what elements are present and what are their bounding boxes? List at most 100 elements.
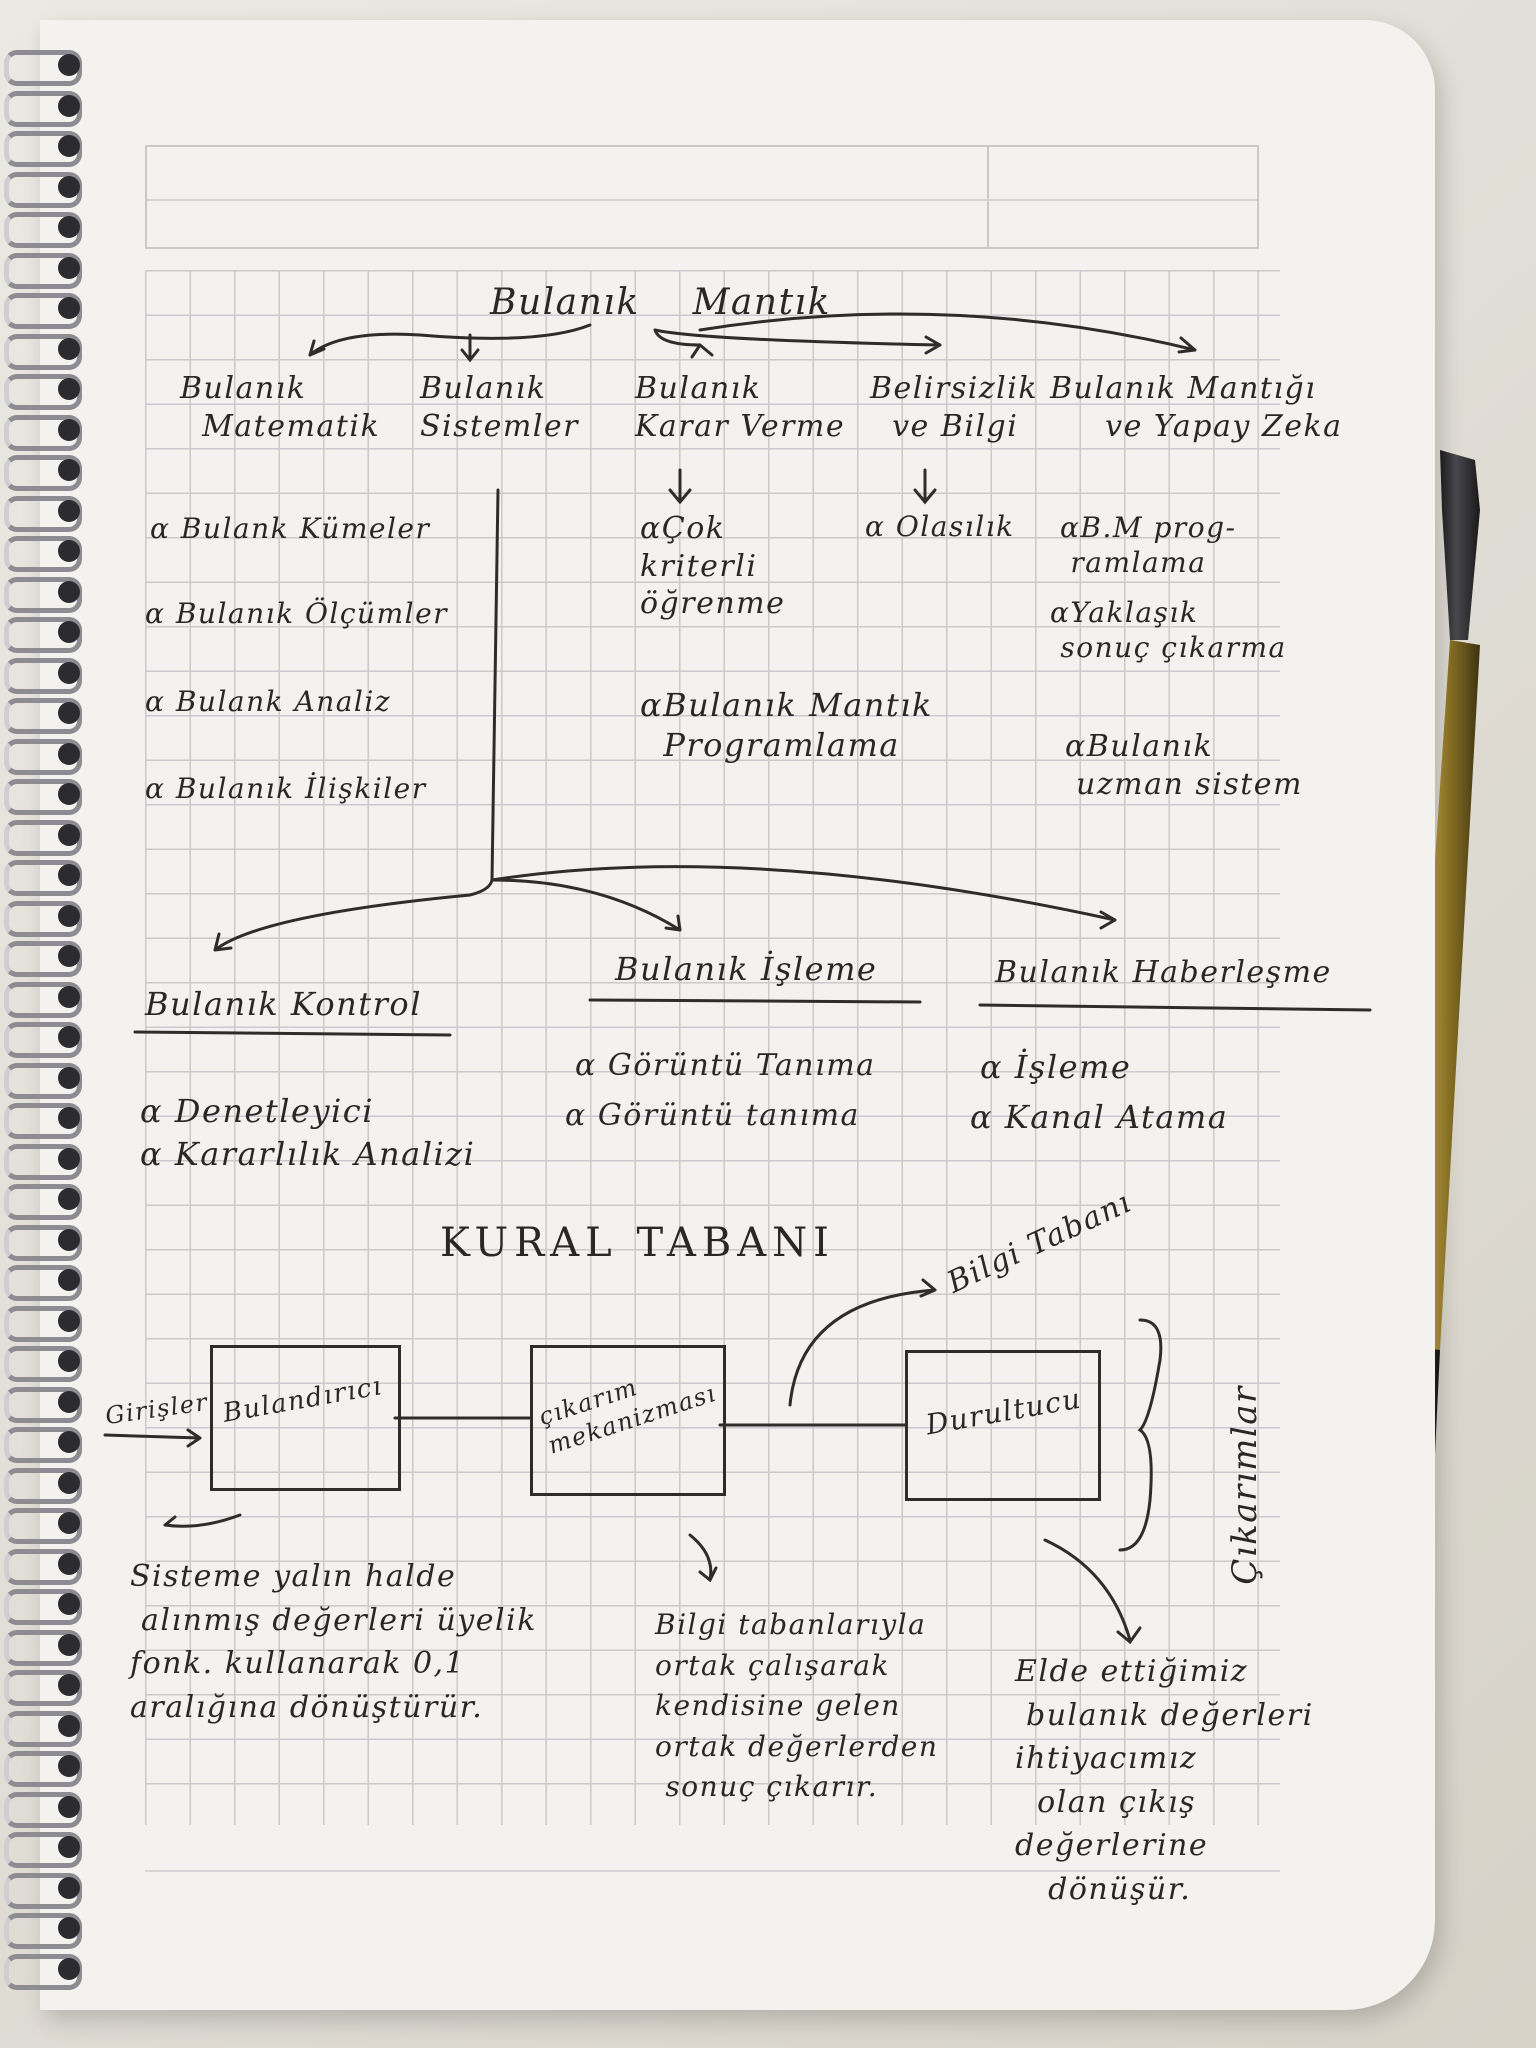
branch-sistemler: Bulanık Sistemler	[420, 371, 579, 444]
yapay-item-2: αYaklaşık sonuç çıkarma	[1050, 595, 1287, 665]
yapay-item-3: αBulanık uzman sistem	[1065, 728, 1303, 803]
bullet: α	[145, 685, 166, 718]
punch-hole	[58, 1066, 80, 1089]
isleme-item-1: α Görüntü Tanıma	[575, 1048, 876, 1083]
list-item: Yaklaşık sonuç çıkarma	[1060, 596, 1287, 664]
list-item: Kararlılık Analizi	[174, 1135, 476, 1173]
bullet: α	[640, 511, 662, 546]
bullet: α	[140, 1135, 164, 1173]
defuzzifier-note: Elde ettiğimiz bulanık değerleri ihtiyac…	[1015, 1654, 1314, 1907]
list-item: Denetleyici	[174, 1092, 374, 1130]
haberlesme-item-2: α Kanal Atama	[970, 1098, 1228, 1136]
karar-item-2: αBulanık Mantık Programlama	[640, 685, 933, 765]
punch-hole	[58, 1674, 80, 1696]
list-item: Bulanık uzman sistem	[1076, 729, 1303, 802]
list-item: Kanal Atama	[1004, 1098, 1229, 1136]
punch-hole	[58, 94, 80, 117]
list-item: Çok kriterli öğrenme	[640, 511, 786, 621]
bullet: α	[980, 1048, 1004, 1086]
bullet: α	[150, 512, 171, 545]
bullet: α	[565, 1098, 587, 1133]
punch-hole	[58, 175, 80, 198]
bullet: α	[865, 510, 886, 543]
punch-hole	[58, 864, 80, 886]
grid-paper	[145, 270, 1280, 1825]
bullet: α	[145, 597, 166, 630]
inference-box	[530, 1345, 726, 1496]
punch-hole	[58, 1755, 80, 1777]
punch-hole	[58, 1471, 80, 1494]
punch-hole	[58, 1633, 80, 1656]
diagram-heading: KURAL TABANI	[440, 1220, 835, 1266]
punch-hole	[58, 1957, 80, 1980]
punch-hole	[58, 985, 80, 1008]
system-kontrol-title: Bulanık Kontrol	[145, 985, 422, 1023]
list-item: Bulanık Ölçümler	[175, 597, 449, 630]
list-item: Bulanık Mantık Programlama	[663, 686, 933, 764]
isleme-item-2: α Görüntü tanıma	[565, 1098, 860, 1133]
system-haberlesme-title: Bulanık Haberleşme	[995, 955, 1332, 990]
list-item: Bulank Analiz	[175, 685, 392, 718]
fuzzifier-note: Sisteme yalın halde alınmış değerleri üy…	[130, 1559, 537, 1725]
list-item: İşleme	[1014, 1048, 1132, 1086]
punch-hole	[58, 1147, 80, 1170]
spiral-binding	[0, 40, 82, 2000]
punch-hole	[58, 945, 80, 967]
list-item: Bulanık İlişkiler	[175, 772, 427, 805]
punch-hole	[58, 1876, 80, 1899]
punch-hole	[58, 499, 80, 522]
list-item: Görüntü tanıma	[597, 1098, 860, 1133]
system-isleme-title: Bulanık İşleme	[615, 950, 878, 988]
punch-hole	[58, 823, 80, 846]
bullet: α	[1050, 596, 1071, 629]
punch-hole	[58, 540, 80, 562]
punch-hole	[58, 1552, 80, 1575]
punch-hole	[58, 337, 80, 360]
punch-hole	[58, 742, 80, 765]
punch-hole	[58, 1431, 80, 1453]
branch-karar: Bulanık Karar Verme	[635, 371, 846, 444]
yapay-item-1: αB.M prog- ramlama	[1060, 510, 1237, 580]
list-item: Görüntü Tanıma	[607, 1048, 876, 1083]
punch-hole	[58, 135, 80, 157]
branch-belirsizlik: Belirsizlik ve Bilgi	[870, 371, 1038, 444]
list-item: Bulank Kümeler	[180, 512, 431, 545]
bullet: α	[140, 1092, 164, 1130]
punch-hole	[58, 621, 80, 643]
punch-hole	[58, 1836, 80, 1858]
punch-hole	[58, 783, 80, 805]
outputs-label: Çıkarımlar	[1224, 1385, 1265, 1585]
punch-hole	[58, 1714, 80, 1737]
bullet: α	[145, 772, 166, 805]
bullet: α	[575, 1048, 597, 1083]
punch-hole	[58, 1350, 80, 1372]
punch-hole	[58, 1269, 80, 1291]
header-box	[145, 145, 1259, 249]
fuzzifier-box	[210, 1345, 401, 1491]
punch-hole	[58, 1188, 80, 1210]
title: Bulanık Mantık	[490, 282, 831, 323]
list-item: B.M prog- ramlama	[1070, 511, 1237, 579]
punch-hole	[58, 1309, 80, 1332]
punch-hole	[58, 297, 80, 319]
branch-matematik: Bulanık Matematik	[180, 371, 381, 444]
punch-hole	[58, 1795, 80, 1818]
belirsizlik-item: α Olasılık	[865, 510, 1015, 543]
bullet: α	[970, 1098, 994, 1136]
punch-hole	[58, 256, 80, 279]
bullet: α	[1065, 729, 1087, 764]
punch-hole	[58, 216, 80, 238]
punch-hole	[58, 418, 80, 441]
punch-hole	[58, 580, 80, 603]
punch-hole	[58, 1593, 80, 1615]
list-item: Olasılık	[895, 510, 1015, 543]
punch-hole	[58, 1512, 80, 1534]
bullet: α	[640, 686, 664, 724]
punch-hole	[58, 1107, 80, 1129]
bullet: α	[1060, 511, 1081, 544]
punch-hole	[58, 1026, 80, 1048]
inference-note: Bilgi tabanlarıyla ortak çalışarak kendi…	[655, 1608, 939, 1804]
punch-hole	[58, 1917, 80, 1939]
karar-item-1: αÇok kriterli öğrenme	[640, 510, 785, 623]
